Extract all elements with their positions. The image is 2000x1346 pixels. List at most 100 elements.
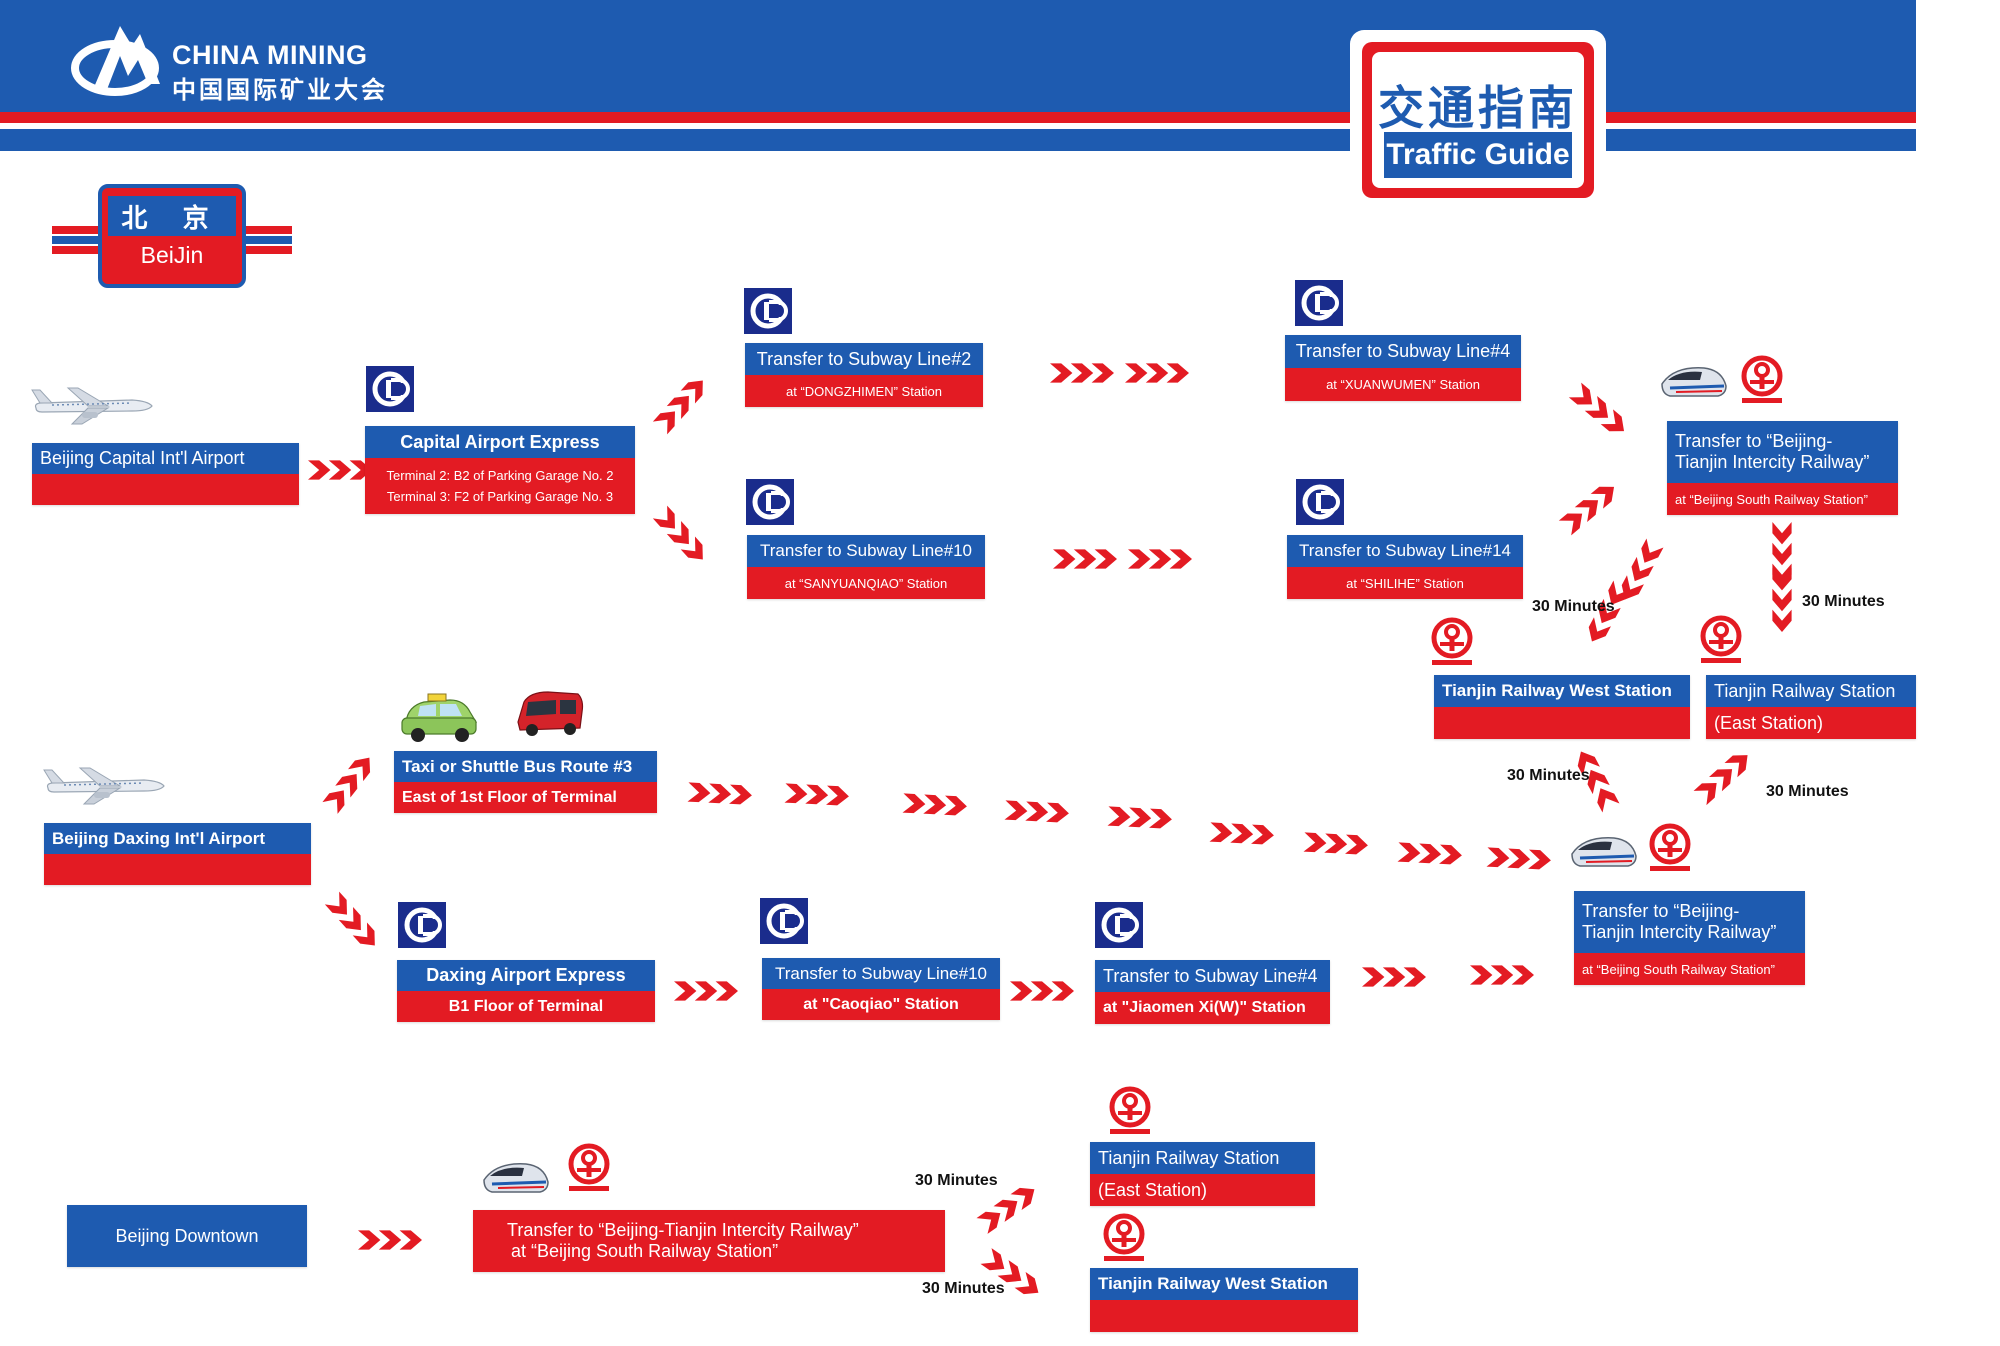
high-speed-train-icon (1570, 836, 1638, 868)
capital-express-title: Capital Airport Express (365, 426, 635, 458)
daxing-express-title: Daxing Airport Express (397, 960, 655, 991)
page-title-en: Traffic Guide (1386, 138, 1570, 171)
railway-logo-icon (1104, 1216, 1144, 1261)
taxi-shuttle-location: East of 1st Floor of Terminal (394, 782, 657, 813)
chevron-arrow-icon (674, 981, 738, 1000)
railway-logo-icon (569, 1146, 609, 1191)
intercity-title-line1: Transfer to “Beijing- (1582, 901, 1740, 921)
subway-logo-icon (1296, 479, 1344, 525)
chevron-arrow-icon (322, 752, 377, 814)
downtown-west-station-label: Tianjin Railway West Station (1090, 1268, 1358, 1300)
capital-express-box: Capital Airport Express Terminal 2: B2 o… (365, 426, 635, 514)
capital-express-terminal3: Terminal 3: F2 of Parking Garage No. 3 (386, 489, 614, 504)
duration-label: 30 Minutes (1802, 593, 1885, 610)
chevron-arrow-icon (1362, 967, 1426, 986)
bus-icon (517, 691, 584, 736)
duration-label: 30 Minutes (1532, 598, 1615, 615)
subway-logo-icon (760, 898, 808, 944)
capital-airport-box: Beijing Capital Int'l Airport (32, 443, 299, 505)
intercity-station: at “Beijing South Railway Station” (1667, 483, 1898, 515)
chevron-arrow-icon (1569, 383, 1630, 439)
intercity-station: at “Beijing South Railway Station” (1574, 953, 1805, 985)
railway-logo-icon (1650, 826, 1690, 871)
daxing-line4-box: Transfer to Subway Line#4 at "Jiaomen Xi… (1095, 960, 1330, 1024)
daxing-line10-station: at "Caoqiao" Station (762, 989, 1000, 1020)
tianjin-west-station-label: Tianjin Railway West Station (1434, 675, 1690, 707)
subway-logo-icon (744, 288, 792, 334)
intercity-title-line1: Transfer to “Beijing- (1675, 431, 1833, 451)
daxing-express-location: B1 Floor of Terminal (397, 991, 655, 1022)
railway-logo-icon (1742, 358, 1782, 403)
chevron-arrow-icon (1209, 822, 1274, 845)
chevron-arrow-icon (1125, 363, 1189, 382)
tianjin-east-station-box: Tianjin Railway Station (East Station) (1706, 675, 1916, 739)
chevron-arrow-icon (653, 506, 710, 566)
tianjin-east-label: (East Station) (1706, 707, 1916, 739)
taxi-shuttle-title: Taxi or Shuttle Bus Route #3 (394, 751, 657, 782)
city-sign-en: BeiJin (140, 242, 204, 268)
logo-text-zh: 中国国际矿业大会 (172, 77, 388, 104)
subway-logo-icon (1095, 902, 1143, 948)
daxing-line4-station: at "Jiaomen Xi(W)" Station (1095, 992, 1330, 1024)
chevron-arrow-icon (1559, 480, 1620, 536)
header-red-stripe (0, 112, 1916, 123)
chevron-arrow-icon (358, 1230, 422, 1249)
line10-station: at “SANYUANQIAO” Station (747, 567, 985, 599)
downtown-box: Beijing Downtown (67, 1205, 307, 1267)
downtown-intercity-line1: Transfer to “Beijing-Tianjin Intercity R… (507, 1220, 859, 1240)
line14-title: Transfer to Subway Line#14 (1287, 535, 1523, 567)
logo-text-en: CHINA MINING (172, 40, 368, 70)
railway-logo-icon (1701, 618, 1741, 663)
chevron-arrow-icon (1010, 981, 1074, 1000)
duration-label: 30 Minutes (922, 1280, 1005, 1297)
duration-label: 30 Minutes (1766, 783, 1849, 800)
line4-box: Transfer to Subway Line#4 at “XUANWUMEN”… (1285, 335, 1521, 401)
subway-logo-icon (1295, 280, 1343, 326)
intercity-box-capital: Transfer to “Beijing- Tianjin Intercity … (1667, 421, 1898, 515)
chevron-arrow-icon (308, 460, 372, 479)
line10-title: Transfer to Subway Line#10 (747, 535, 985, 567)
city-sign-zh: 北 京 (121, 203, 223, 233)
intercity-box-downtown: Transfer to “Beijing-Tianjin Intercity R… (473, 1210, 945, 1272)
line14-station: at “SHILIHE” Station (1287, 567, 1523, 599)
intercity-title-line2: Tianjin Intercity Railway” (1582, 922, 1777, 942)
chevron-arrow-icon (1694, 748, 1754, 805)
chevron-arrow-icon (1128, 549, 1192, 568)
airplane-icon (31, 387, 153, 425)
city-sign-top (108, 196, 236, 236)
taxi-icon (401, 693, 478, 742)
daxing-line10-title: Transfer to Subway Line#10 (762, 958, 1000, 989)
railway-logo-icon (1110, 1089, 1150, 1134)
daxing-express-box: Daxing Airport Express B1 Floor of Termi… (397, 960, 655, 1022)
line2-title: Transfer to Subway Line#2 (745, 343, 983, 375)
page-title-zh: 交通指南 (1378, 82, 1578, 134)
daxing-airport-label: Beijing Daxing Int'l Airport (44, 823, 311, 854)
chevron-arrow-icon (1486, 847, 1551, 870)
airplane-icon (43, 767, 165, 805)
downtown-tianjin-station-label: Tianjin Railway Station (1090, 1142, 1315, 1174)
line10-box: Transfer to Subway Line#10 at “SANYUANQI… (747, 535, 985, 599)
chevron-arrow-icon (1053, 549, 1117, 568)
taxi-shuttle-box: Taxi or Shuttle Bus Route #3 East of 1st… (394, 751, 657, 813)
capital-express-terminal2: Terminal 2: B2 of Parking Garage No. 2 (386, 468, 614, 483)
chevron-arrow-icon (784, 783, 849, 806)
chevron-arrow-icon (1004, 800, 1069, 823)
line14-box: Transfer to Subway Line#14 at “SHILIHE” … (1287, 535, 1523, 599)
traffic-guide-band (1384, 132, 1572, 178)
downtown-label: Beijing Downtown (67, 1205, 307, 1267)
railway-logo-icon (1432, 620, 1472, 665)
chevron-arrow-icon (653, 374, 710, 434)
chevron-arrow-icon (1107, 806, 1172, 829)
line4-station: at “XUANWUMEN” Station (1285, 368, 1521, 401)
intercity-title-line2: Tianjin Intercity Railway” (1675, 452, 1870, 472)
chevron-arrow-icon (902, 793, 967, 816)
line4-title: Transfer to Subway Line#4 (1285, 335, 1521, 368)
chevron-arrow-icon (325, 892, 382, 952)
tianjin-station-label: Tianjin Railway Station (1706, 675, 1916, 707)
downtown-intercity-line2: at “Beijing South Railway Station” (511, 1241, 779, 1261)
downtown-west-station-box: Tianjin Railway West Station (1090, 1268, 1358, 1332)
intercity-box-daxing: Transfer to “Beijing- Tianjin Intercity … (1574, 891, 1805, 985)
subway-logo-icon (398, 902, 446, 948)
high-speed-train-icon (482, 1162, 550, 1194)
chevron-arrow-icon (1470, 965, 1534, 984)
